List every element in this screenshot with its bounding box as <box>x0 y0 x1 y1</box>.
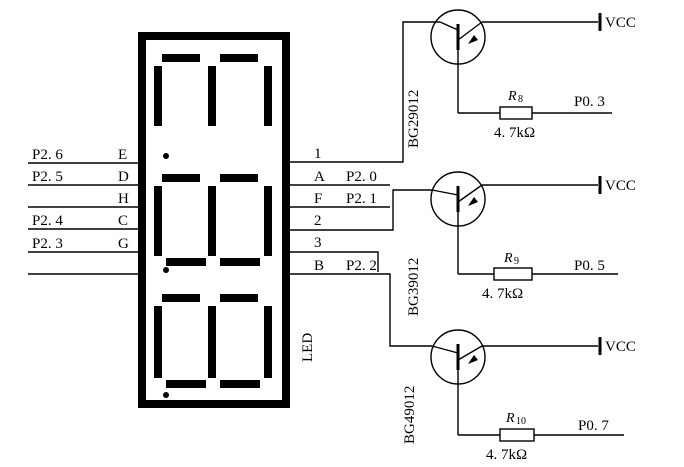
pin-label: 2 <box>314 213 322 229</box>
vcc-label: VCC <box>605 15 636 31</box>
digit-1 <box>154 54 272 159</box>
pin-label: F <box>314 191 322 207</box>
resistor-value: 4. 7kΩ <box>482 286 523 302</box>
digit-3 <box>154 294 272 398</box>
segment-label: D <box>118 169 129 185</box>
transistor-2 <box>430 171 618 281</box>
port-label: P2. 0 <box>346 169 377 185</box>
transistor-name: BG39012 <box>406 258 422 316</box>
pin-label: B <box>314 258 324 274</box>
resistor-value: 4. 7kΩ <box>486 447 527 463</box>
transistor-name: BG49012 <box>402 386 418 444</box>
right-pin-lines <box>290 21 440 347</box>
resistor-label: R <box>503 251 513 266</box>
port-label: P0. 5 <box>574 258 605 274</box>
left-pin-lines <box>28 162 138 275</box>
seven-segment-display: LED <box>138 32 316 408</box>
pin-label: 3 <box>314 235 322 251</box>
segment-label: G <box>118 236 129 252</box>
resistor-value: 4. 7kΩ <box>494 125 535 141</box>
pin-label: A <box>314 169 325 185</box>
resistor-subscript: 8 <box>518 94 523 105</box>
port-label: P2. 4 <box>32 213 63 229</box>
resistor-subscript: 10 <box>516 416 526 427</box>
port-label: P2. 2 <box>346 258 377 274</box>
port-label: P2. 5 <box>32 169 63 185</box>
resistor-label: R <box>505 411 515 426</box>
digit-2 <box>154 174 272 273</box>
pin-label: 1 <box>314 146 322 162</box>
vcc-label: VCC <box>605 178 636 194</box>
segment-label: E <box>118 147 127 163</box>
display-label: LED <box>300 333 316 362</box>
transistor-3 <box>430 329 624 442</box>
port-label: P0. 3 <box>574 94 605 110</box>
port-label: P2. 3 <box>32 236 63 252</box>
port-label: P2. 1 <box>346 191 377 207</box>
port-label: P0. 7 <box>578 418 609 434</box>
segment-label: H <box>118 191 129 207</box>
transistor-1 <box>430 9 612 120</box>
resistor-subscript: 9 <box>514 256 519 267</box>
vcc-label: VCC <box>605 339 636 355</box>
segment-label: C <box>118 213 128 229</box>
resistor-label: R <box>507 89 517 104</box>
port-label: P2. 6 <box>32 147 63 163</box>
transistor-name: BG29012 <box>406 90 422 148</box>
